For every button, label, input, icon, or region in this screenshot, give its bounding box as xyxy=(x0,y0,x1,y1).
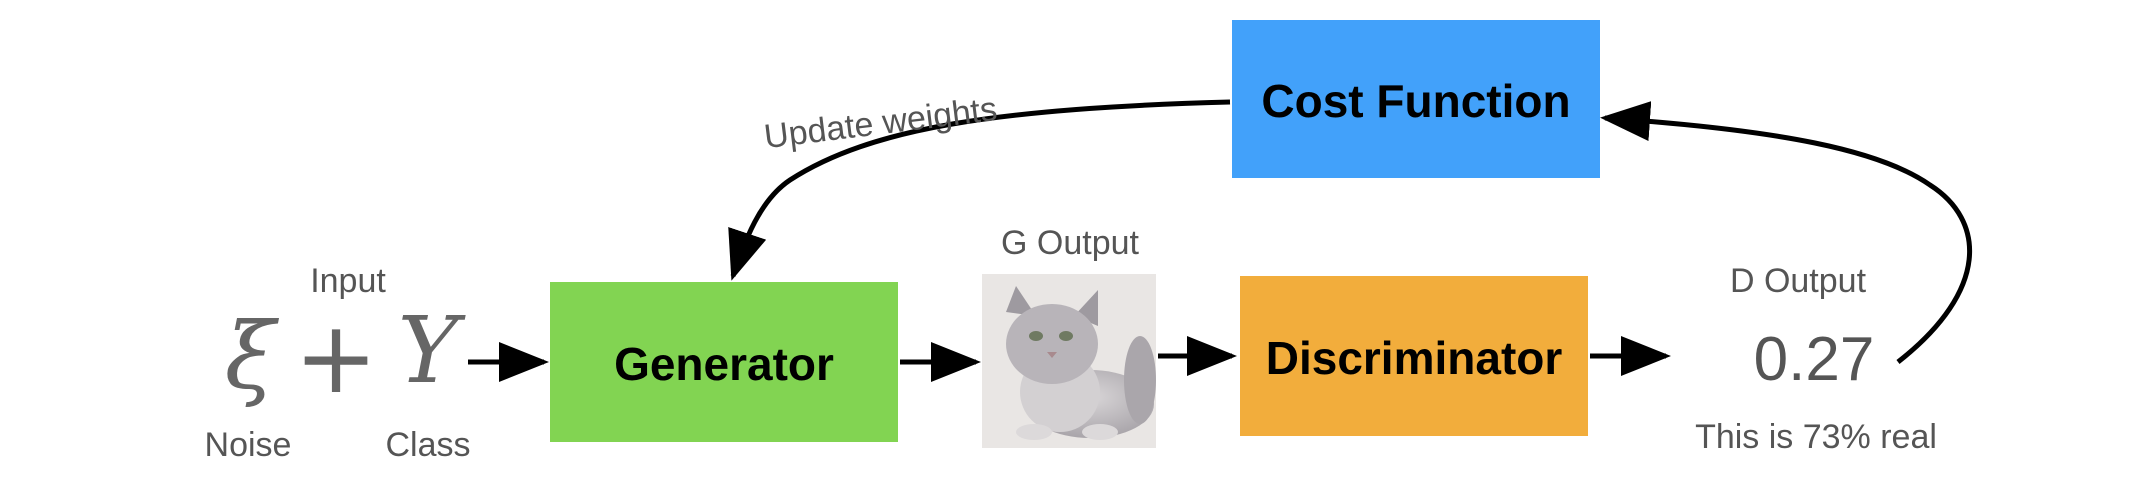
discriminator-rect xyxy=(1240,276,1588,436)
plus-symbol: + xyxy=(294,299,378,416)
g-output-label: G Output xyxy=(1001,224,1140,262)
cat-right-eye xyxy=(1059,331,1073,341)
cat-nose xyxy=(1047,352,1057,358)
generator-rect xyxy=(550,282,898,442)
cat-left-paw xyxy=(1016,424,1052,440)
cat-right-paw xyxy=(1082,424,1118,440)
cat-tail xyxy=(1124,336,1156,424)
cat-head xyxy=(1006,304,1098,384)
generator-box: Generator xyxy=(550,282,898,442)
class-symbol: Y xyxy=(398,297,467,404)
cat-left-eye xyxy=(1029,331,1043,341)
cat-left-ear xyxy=(1006,286,1036,316)
arrow-cost-function-to-generator xyxy=(728,99,1231,281)
cost-function-rect xyxy=(1232,20,1600,178)
noise-label: Noise xyxy=(205,426,292,464)
discriminator-label: Discriminator xyxy=(1266,332,1563,384)
input-heading: Input xyxy=(310,262,386,300)
noise-symbol: ξ xyxy=(225,303,280,410)
update-weights-label: Update weights xyxy=(762,90,999,156)
generator-label: Generator xyxy=(614,338,834,390)
discriminator-box: Discriminator xyxy=(1240,276,1588,436)
cost-function-label: Cost Function xyxy=(1261,75,1570,127)
class-label: Class xyxy=(385,426,470,464)
cat-image xyxy=(982,274,1156,448)
cost-function-box: Cost Function xyxy=(1232,20,1600,178)
arrow-d-output-to-cost-function xyxy=(1600,101,1973,364)
d-output-caption: This is 73% real xyxy=(1695,418,1937,456)
d-output-value: 0.27 xyxy=(1754,325,1875,394)
d-output-heading: D Output xyxy=(1730,262,1867,300)
